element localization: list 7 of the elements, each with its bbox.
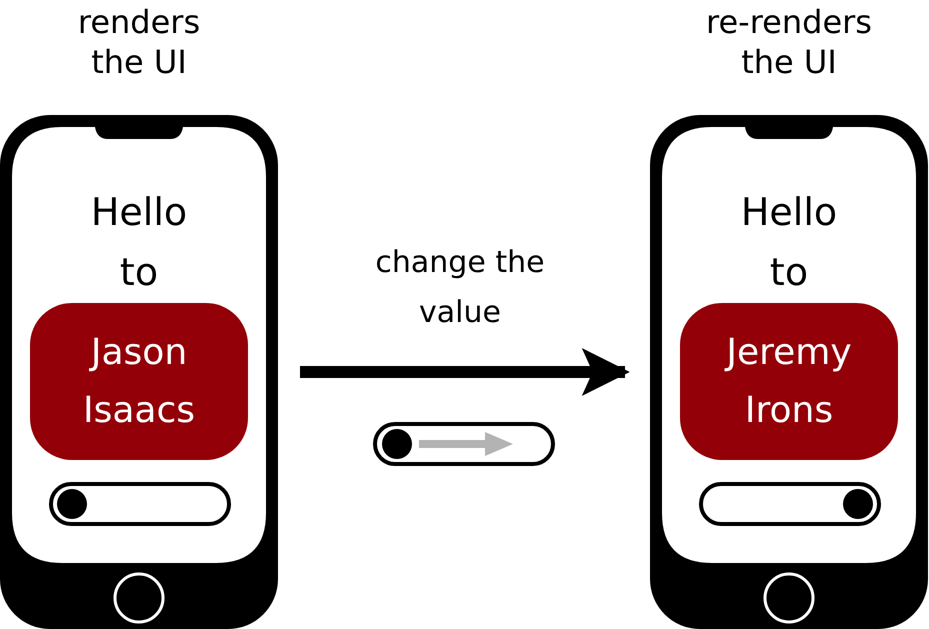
greeting-text: Hello to: [740, 189, 838, 296]
greeting-text: Hello to: [90, 189, 188, 296]
heading: re-renders the UI: [705, 2, 873, 82]
heading: renders the UI: [76, 2, 202, 82]
name-label: Jason Isaacs: [30, 303, 248, 460]
name-label: Jeremy Irons: [680, 303, 898, 460]
arrow: [300, 348, 630, 396]
